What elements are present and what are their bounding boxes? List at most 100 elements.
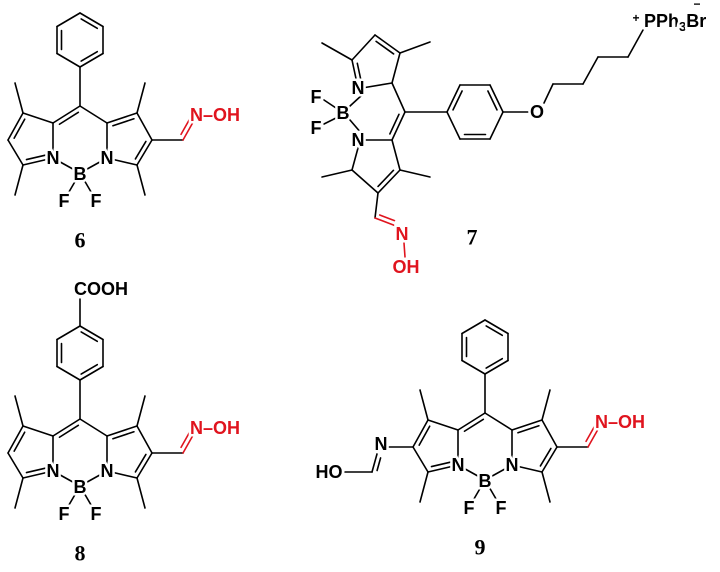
bond-line xyxy=(112,430,135,440)
fluorine-label: F xyxy=(59,504,70,524)
bond-line xyxy=(484,479,500,505)
bond-line xyxy=(7,112,24,141)
bond-line xyxy=(511,464,543,473)
bond-line xyxy=(351,59,359,89)
bond-line xyxy=(80,50,99,62)
compound-number: 8 xyxy=(75,541,86,566)
bond-line xyxy=(356,62,363,84)
bond-line xyxy=(541,471,551,503)
bond-line xyxy=(517,424,540,434)
bond-line xyxy=(587,423,602,448)
bond-line xyxy=(14,164,24,196)
compound-9-bonds xyxy=(344,319,602,505)
bond-line xyxy=(14,82,24,114)
bond-line xyxy=(461,319,486,335)
bond-line xyxy=(106,157,138,166)
bond-line xyxy=(485,325,504,337)
bond-line xyxy=(541,389,551,421)
bond-line xyxy=(539,447,552,467)
bond-line xyxy=(446,84,461,113)
bond-line xyxy=(136,395,146,427)
compound-number: 6 xyxy=(75,228,86,253)
bond-line xyxy=(541,419,558,448)
bond-line xyxy=(377,169,395,188)
fluorine-label: F xyxy=(311,87,322,107)
bond-line xyxy=(321,42,353,61)
bond-line xyxy=(7,452,24,479)
bond-line xyxy=(399,41,431,54)
bond-line xyxy=(391,111,406,141)
bond-line xyxy=(136,164,146,196)
bond-line xyxy=(489,84,504,113)
compound-8-bonds xyxy=(7,298,197,511)
bond-line xyxy=(180,430,191,449)
bond-line xyxy=(79,470,108,487)
bond-line xyxy=(112,117,135,127)
bond-line xyxy=(374,192,379,219)
bond-line xyxy=(79,485,95,511)
bond-line xyxy=(65,172,81,198)
ether-oxygen-label: O xyxy=(530,102,544,122)
bond-line xyxy=(182,116,197,141)
bond-line xyxy=(106,112,138,124)
hydroxyl-label: HO xyxy=(316,462,343,482)
bond-line xyxy=(391,82,406,113)
oxime-hydroxyl-label: OH xyxy=(393,257,420,277)
bond-line xyxy=(321,169,353,178)
bond-line xyxy=(106,425,138,437)
bond-line xyxy=(80,331,99,343)
bond-line xyxy=(484,412,513,431)
subscript-3: 3 xyxy=(679,19,686,34)
bond-line xyxy=(52,157,81,174)
carboxylic-acid-label: COOH xyxy=(74,279,128,299)
bond-line xyxy=(457,412,486,431)
bond-line xyxy=(452,90,463,111)
boron-label: B xyxy=(74,477,87,497)
bond-line xyxy=(418,425,431,446)
bond-line xyxy=(351,147,359,171)
compound-9: N N B F F N–OH N HO 9 xyxy=(313,319,648,560)
bond-line xyxy=(136,139,153,166)
bond-line xyxy=(487,90,498,111)
bond-line xyxy=(7,425,24,454)
bond-line xyxy=(461,359,486,375)
bond-line xyxy=(463,418,485,433)
compound-number: 9 xyxy=(475,535,486,560)
bond-line xyxy=(541,446,558,473)
bond-line xyxy=(457,464,486,481)
bond-line xyxy=(484,319,509,335)
boron-label: B xyxy=(479,471,492,491)
bond-line xyxy=(627,29,644,58)
bond-line xyxy=(180,117,191,136)
bond-line xyxy=(80,18,99,30)
bond-line xyxy=(7,139,24,166)
bond-line xyxy=(582,56,599,85)
bond-line xyxy=(403,242,406,258)
bond-line xyxy=(79,12,104,28)
bond-line xyxy=(79,365,104,381)
bond-line xyxy=(56,52,81,68)
bond-line xyxy=(391,139,401,171)
compound-8: N N B F F N–OH COOH 8 xyxy=(7,277,243,566)
bond-line xyxy=(412,419,429,448)
bond-line xyxy=(79,325,104,341)
bond-line xyxy=(13,118,26,139)
bond-line xyxy=(374,217,397,227)
negative-charge: − xyxy=(693,0,700,11)
bond-line xyxy=(58,424,80,439)
boron-label: B xyxy=(337,103,350,123)
bond-line xyxy=(80,363,99,375)
bond-line xyxy=(22,112,54,124)
bond-line xyxy=(323,99,337,109)
bond-line xyxy=(430,460,454,468)
bond-line xyxy=(52,470,81,487)
bond-line xyxy=(56,325,81,341)
bond-line xyxy=(25,153,49,161)
nitrogen-label: N xyxy=(452,455,465,475)
bond-line xyxy=(374,34,401,54)
bond-line xyxy=(58,111,80,126)
bond-line xyxy=(349,119,363,135)
bond-line xyxy=(22,425,54,437)
bond-line xyxy=(65,485,81,511)
